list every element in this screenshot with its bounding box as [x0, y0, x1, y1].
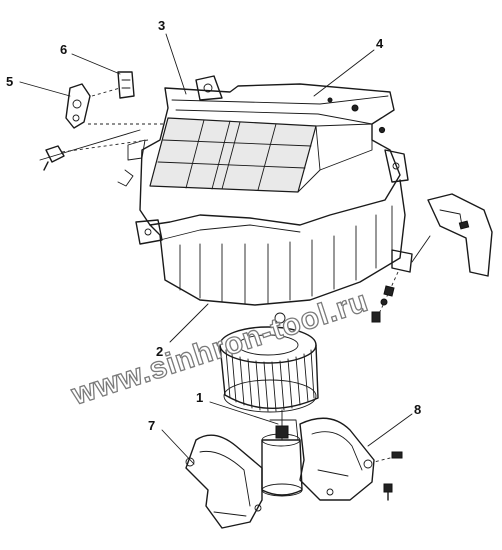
callout-label: 8 [414, 402, 421, 417]
callout-3: 3 [158, 18, 187, 95]
callout-5: 5 [6, 74, 71, 97]
fastener-set [371, 271, 399, 323]
callout-label: 2 [156, 344, 163, 359]
assembly-line [91, 87, 121, 97]
blower-motor [261, 409, 303, 497]
callout-4: 4 [313, 36, 384, 97]
clip-part-5 [65, 83, 91, 129]
callout-label: 1 [196, 390, 203, 405]
callout-label: 4 [376, 36, 384, 51]
clip-part-6 [117, 71, 135, 99]
side-bracket [391, 193, 493, 277]
assembly-line [61, 139, 149, 153]
callout-8: 8 [367, 402, 421, 447]
callout-1: 1 [196, 390, 279, 425]
callout-label: 3 [158, 18, 165, 33]
screw-right [373, 451, 403, 501]
watermark-text: www.sinhron-tool.ru [67, 285, 373, 412]
lower-housing-left [185, 434, 263, 529]
lower-housing-right [299, 417, 375, 501]
callout-6: 6 [60, 42, 121, 75]
callout-label: 5 [6, 74, 13, 89]
callout-7: 7 [148, 418, 195, 465]
callout-label: 6 [60, 42, 67, 57]
callout-label: 7 [148, 418, 155, 433]
callout-2: 2 [156, 303, 209, 359]
assembly-line [39, 129, 141, 161]
blower-housing [117, 75, 409, 306]
screw-left [43, 145, 65, 171]
fan-wheel [219, 312, 319, 413]
